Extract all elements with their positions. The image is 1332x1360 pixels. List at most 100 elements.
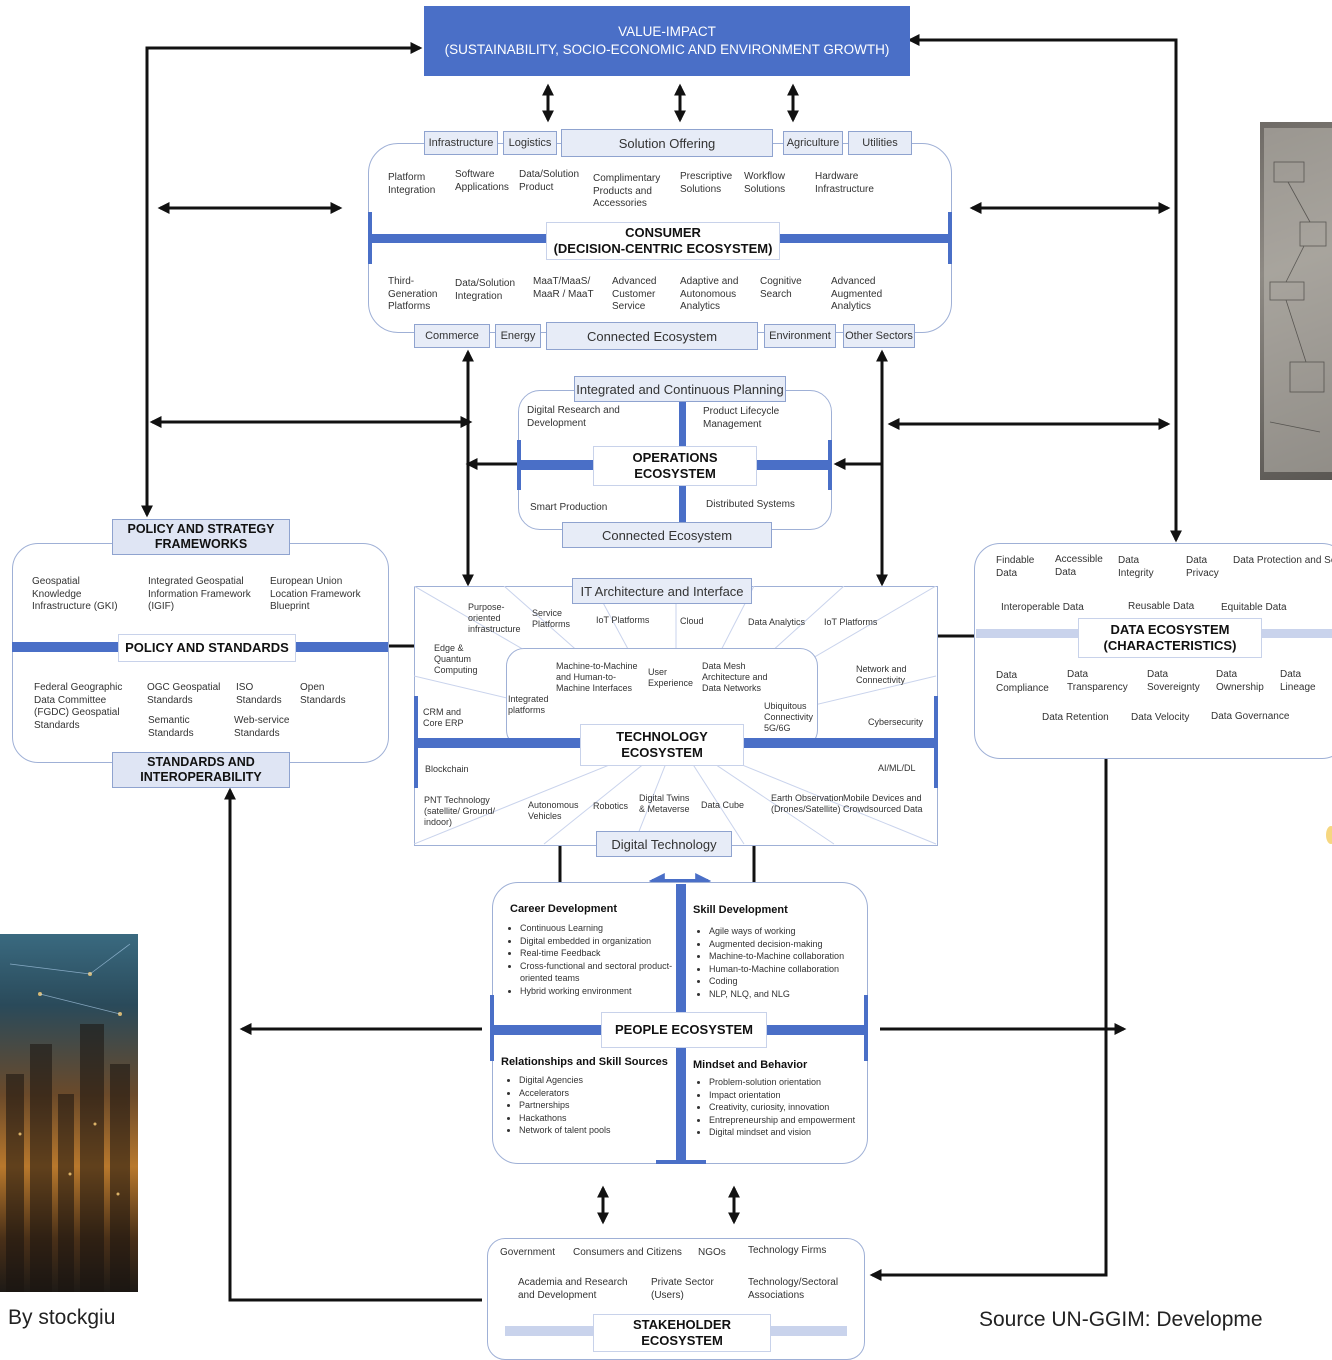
data-item: Data Governance [1211, 711, 1290, 722]
career-development-list: Continuous Learning Digital embedded in … [508, 922, 682, 997]
consumer-axis-left-cap [368, 212, 372, 264]
stakeholder-item: Technology Firms [748, 1245, 827, 1256]
stakeholder-item: Private Sector (Users) [651, 1277, 714, 1301]
data-title-line2: (CHARACTERISTICS) [1103, 638, 1237, 653]
stakeholder-item: NGOs [698, 1247, 726, 1258]
stakeholder-title: STAKEHOLDER ECOSYSTEM [593, 1314, 771, 1352]
list-item: Machine-to-Machine collaboration [709, 950, 874, 963]
tech-item: Cybersecurity [868, 717, 924, 727]
list-item: Agile ways of working [709, 925, 874, 938]
policy-strategy-header: POLICY AND STRATEGY FRAMEWORKS [112, 519, 290, 555]
technology-title-line1: TECHNOLOGY [616, 729, 708, 744]
whiteboard-sketch-icon [1264, 128, 1332, 472]
tab-utilities: Utilities [848, 131, 912, 155]
data-item: Data Protection and Security [1233, 555, 1332, 566]
tech-item: Network and Connectivity [856, 664, 907, 685]
tech-item: Blockchain [425, 764, 469, 774]
operations-title: OPERATIONS ECOSYSTEM [593, 446, 757, 486]
consumer-item: Complimentary Products and Accessories [593, 173, 661, 209]
list-item: Problem-solution orientation [709, 1076, 869, 1089]
list-item: Hackathons [519, 1112, 679, 1125]
policy-item: Open Standards [300, 682, 346, 706]
skill-development-list: Agile ways of working Augmented decision… [697, 925, 874, 1000]
data-item: Interoperable Data [1001, 602, 1084, 613]
career-development-heading: Career Development [510, 903, 617, 915]
tech-inner-item: Machine-to-Machine and Human-to-Machine … [556, 661, 638, 693]
policy-item: Web-service Standards [234, 715, 290, 739]
tech-inner-item: Ubiquitous Connectivity 5G/6G [764, 701, 814, 733]
technology-left-cap [414, 696, 418, 788]
value-impact-subtitle: (SUSTAINABILITY, SOCIO-ECONOMIC AND ENVI… [444, 42, 890, 57]
tab-integrated-planning: Integrated and Continuous Planning [574, 376, 786, 402]
tab-solution-offering: Solution Offering [561, 129, 773, 157]
tab-logistics: Logistics [503, 131, 557, 155]
mindset-heading: Mindset and Behavior [693, 1059, 808, 1071]
list-item: Digital mindset and vision [709, 1126, 869, 1139]
list-item: Entrepreneurship and empowerment [709, 1114, 869, 1127]
consumer-title: CONSUMER (DECISION-CENTRIC ECOSYSTEM) [546, 222, 780, 260]
operations-item: Distributed Systems [706, 499, 795, 510]
tech-item: Data Cube [701, 800, 745, 810]
yellow-dot-icon [1326, 826, 1332, 844]
tab-digital-technology: Digital Technology [596, 831, 732, 857]
standards-interoperability-header: STANDARDS AND INTEROPERABILITY [112, 752, 290, 788]
data-item: Data Transparency [1067, 669, 1128, 693]
list-item: Real-time Feedback [520, 947, 682, 960]
data-item: Data Retention [1042, 712, 1109, 723]
consumer-item: MaaT/MaaS/ MaaR / MaaT [533, 276, 594, 300]
relationships-heading: Relationships and Skill Sources [501, 1056, 668, 1068]
caption-right: Source UN-GGIM: Developme [979, 1308, 1263, 1331]
people-left-cap [490, 995, 494, 1061]
tab-it-architecture: IT Architecture and Interface [572, 578, 752, 604]
tech-item: PNT Technology (satellite/ Ground/ indoo… [424, 795, 496, 827]
people-bottom-cap [656, 1160, 706, 1164]
consumer-item: Workflow Solutions [744, 171, 786, 195]
data-item: Data Sovereignty [1147, 669, 1200, 693]
list-item: Human-to-Machine collaboration [709, 963, 874, 976]
tech-item: CRM and Core ERP [423, 707, 464, 728]
list-item: Digital Agencies [519, 1074, 679, 1087]
value-impact-box: VALUE-IMPACT (SUSTAINABILITY, SOCIO-ECON… [424, 6, 910, 76]
tab-other-sectors: Other Sectors [843, 324, 915, 348]
tab-energy: Energy [495, 324, 541, 348]
list-item: Creativity, curiosity, innovation [709, 1101, 869, 1114]
policy-item: ISO Standards [236, 682, 282, 706]
city-photo [0, 934, 138, 1292]
tech-item: Mobile Devices and Crowdsourced Data [843, 793, 923, 814]
whiteboard-photo [1260, 122, 1332, 480]
consumer-item: Third-Generation Platforms [388, 276, 438, 312]
tab-connected-ecosystem: Connected Ecosystem [546, 322, 758, 350]
list-item: Hybrid working environment [520, 985, 682, 998]
tech-item: Purpose-oriented infrastructure [468, 602, 521, 634]
operations-right-cap [828, 440, 832, 490]
consumer-title-line1: CONSUMER [625, 225, 701, 240]
policy-item: European Union Location Framework Bluepr… [270, 576, 361, 612]
tech-item: Earth Observation (Drones/Satellite) [771, 793, 844, 814]
mindset-list: Problem-solution orientation Impact orie… [697, 1076, 869, 1139]
stakeholder-item: Technology/Sectoral Associations [748, 1277, 839, 1301]
operations-left-cap [517, 440, 521, 490]
operations-item: Product Lifecycle Management [703, 406, 780, 430]
list-item: Continuous Learning [520, 922, 682, 935]
technology-right-cap [934, 696, 938, 788]
data-item: Data Privacy [1186, 555, 1219, 579]
stakeholder-title-line1: STAKEHOLDER [633, 1317, 731, 1332]
consumer-title-line2: (DECISION-CENTRIC ECOSYSTEM) [553, 241, 773, 256]
list-item: NLP, NLQ, and NLG [709, 988, 874, 1001]
data-item: Data Ownership [1216, 669, 1264, 693]
stakeholder-item: Academia and Research and Development [518, 1277, 628, 1301]
consumer-item: Data/Solution Product [519, 169, 580, 193]
consumer-item: Advanced Customer Service [612, 276, 657, 312]
operations-item: Smart Production [530, 502, 608, 513]
policy-item: OGC Geospatial Standards [147, 682, 221, 706]
consumer-item: Software Applications [455, 169, 509, 193]
consumer-item: Prescriptive Solutions [680, 171, 733, 195]
consumer-item: Advanced Augmented Analytics [831, 276, 883, 312]
tech-inner-item: Data Mesh Architecture and Data Networks [702, 661, 768, 693]
tab-operations-connected: Connected Ecosystem [562, 522, 772, 548]
policy-item: Semantic Standards [148, 715, 194, 739]
list-item: Coding [709, 975, 874, 988]
policy-item: Geospatial Knowledge Infrastructure (GKI… [32, 576, 118, 612]
city-skyline-icon [6, 943, 131, 1292]
tech-item: Data Analytics [748, 617, 806, 627]
